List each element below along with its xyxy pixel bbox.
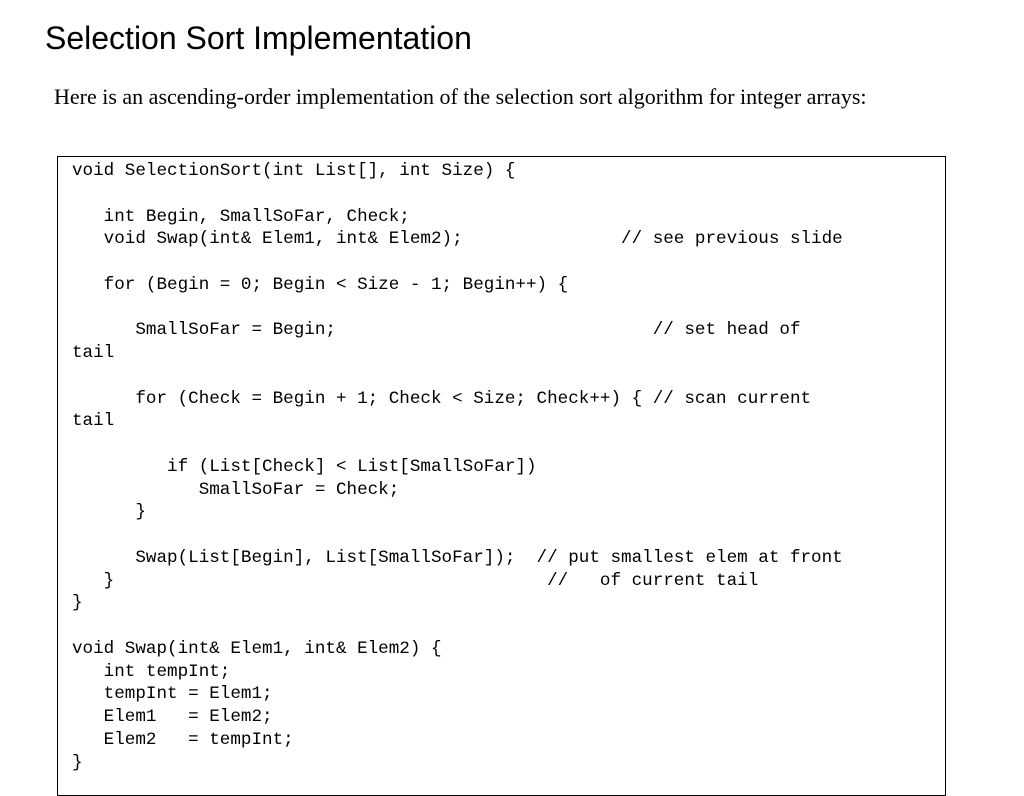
code-line: void Swap(int& Elem1, int& Elem2) { xyxy=(72,638,442,659)
code-line: Swap(List[Begin], List[SmallSoFar]); // … xyxy=(72,547,843,568)
code-line xyxy=(72,615,942,638)
code-line: SmallSoFar = Begin; // set head of xyxy=(72,320,801,341)
code-line xyxy=(72,297,942,320)
code-line: if (List[Check] < List[SmallSoFar]) xyxy=(72,456,537,477)
code-line xyxy=(72,433,942,456)
code-line xyxy=(72,365,942,388)
code-line: void SelectionSort(int List[], int Size)… xyxy=(72,161,516,181)
code-lines: void SelectionSort(int List[], int Size)… xyxy=(72,160,942,774)
code-line: for (Check = Begin + 1; Check < Size; Ch… xyxy=(72,388,812,409)
code-line: tail xyxy=(72,411,115,432)
code-line: Elem2 = tempInt; xyxy=(72,729,294,750)
code-listing: void SelectionSort(int List[], int Size)… xyxy=(57,156,946,796)
code-line: tail xyxy=(72,343,115,363)
code-line: Elem1 = Elem2; xyxy=(72,707,273,727)
code-line: int tempInt; xyxy=(72,661,231,682)
code-line: } // of current tail xyxy=(72,570,759,591)
code-line: } xyxy=(72,502,146,523)
code-line: void Swap(int& Elem1, int& Elem2); // se… xyxy=(72,229,843,250)
code-line xyxy=(72,251,942,274)
code-line: int Begin, SmallSoFar, Check; xyxy=(72,206,410,227)
code-line xyxy=(72,183,942,206)
code-line xyxy=(72,524,942,547)
code-line: SmallSoFar = Check; xyxy=(72,479,400,500)
code-line: } xyxy=(72,593,83,614)
code-line: tempInt = Elem1; xyxy=(72,684,273,705)
code-line: for (Begin = 0; Begin < Size - 1; Begin+… xyxy=(72,274,569,295)
slide-title: Selection Sort Implementation xyxy=(45,20,472,56)
code-line: } xyxy=(72,752,83,773)
intro-paragraph: Here is an ascending-order implementatio… xyxy=(54,84,867,109)
